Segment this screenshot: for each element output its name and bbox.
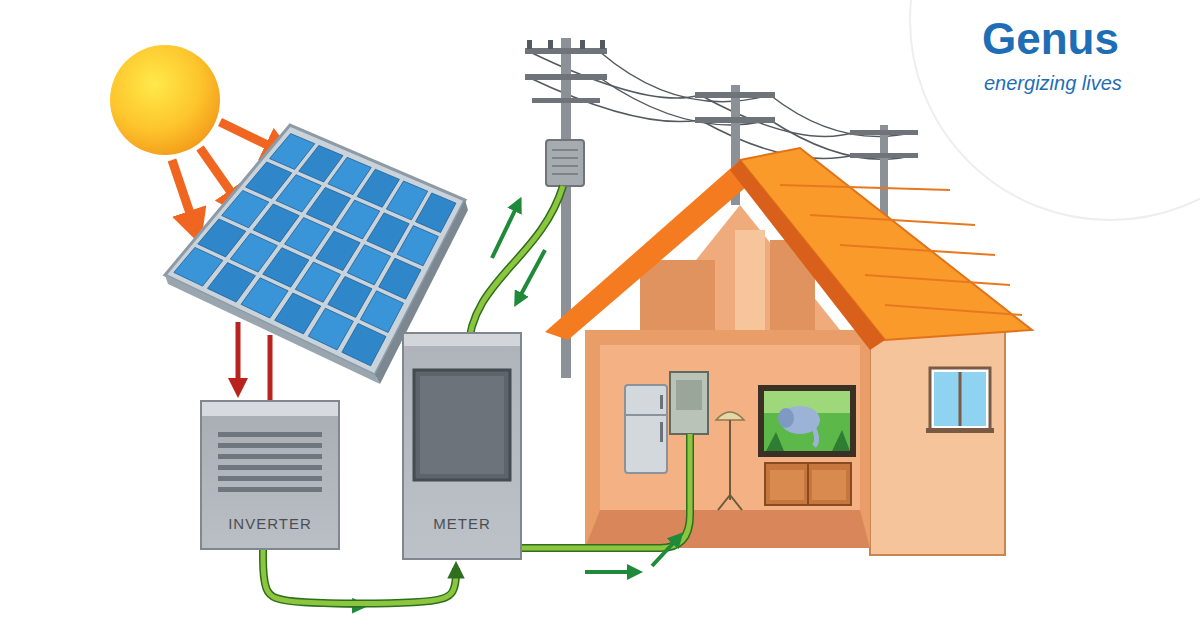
dc-arrow [236,322,241,388]
export-arrow [492,204,518,258]
lamp [716,412,744,420]
dc-line [268,335,273,402]
solar-cell [342,323,386,365]
solar-cell [360,291,403,333]
inverter-box: INVERTER [200,400,340,550]
house-wire [520,434,690,548]
solar-cell [397,226,438,266]
cabinet [765,463,851,505]
supply-arrow [652,538,678,566]
sun [110,45,220,155]
house [545,148,1032,555]
house-wire [520,434,690,548]
solar-cell [416,193,456,233]
meter-box: METER [402,332,522,560]
fridge [625,385,667,473]
television [758,385,856,457]
logo-tagline: energizing lives [984,72,1122,95]
transformer [546,140,584,186]
logo-wordmark: Genus [982,14,1119,64]
logo-backdrop [910,0,1200,220]
power-lines [530,52,915,159]
device-label: INVERTER [228,515,312,532]
import-arrow [518,250,545,300]
supply-arrow [585,570,635,574]
distribution-box [670,372,708,434]
device-label: METER [433,515,491,532]
solar-cell [379,258,421,299]
grid-wire [468,186,563,352]
solar-cells [174,134,456,366]
grid-wire [468,186,563,352]
